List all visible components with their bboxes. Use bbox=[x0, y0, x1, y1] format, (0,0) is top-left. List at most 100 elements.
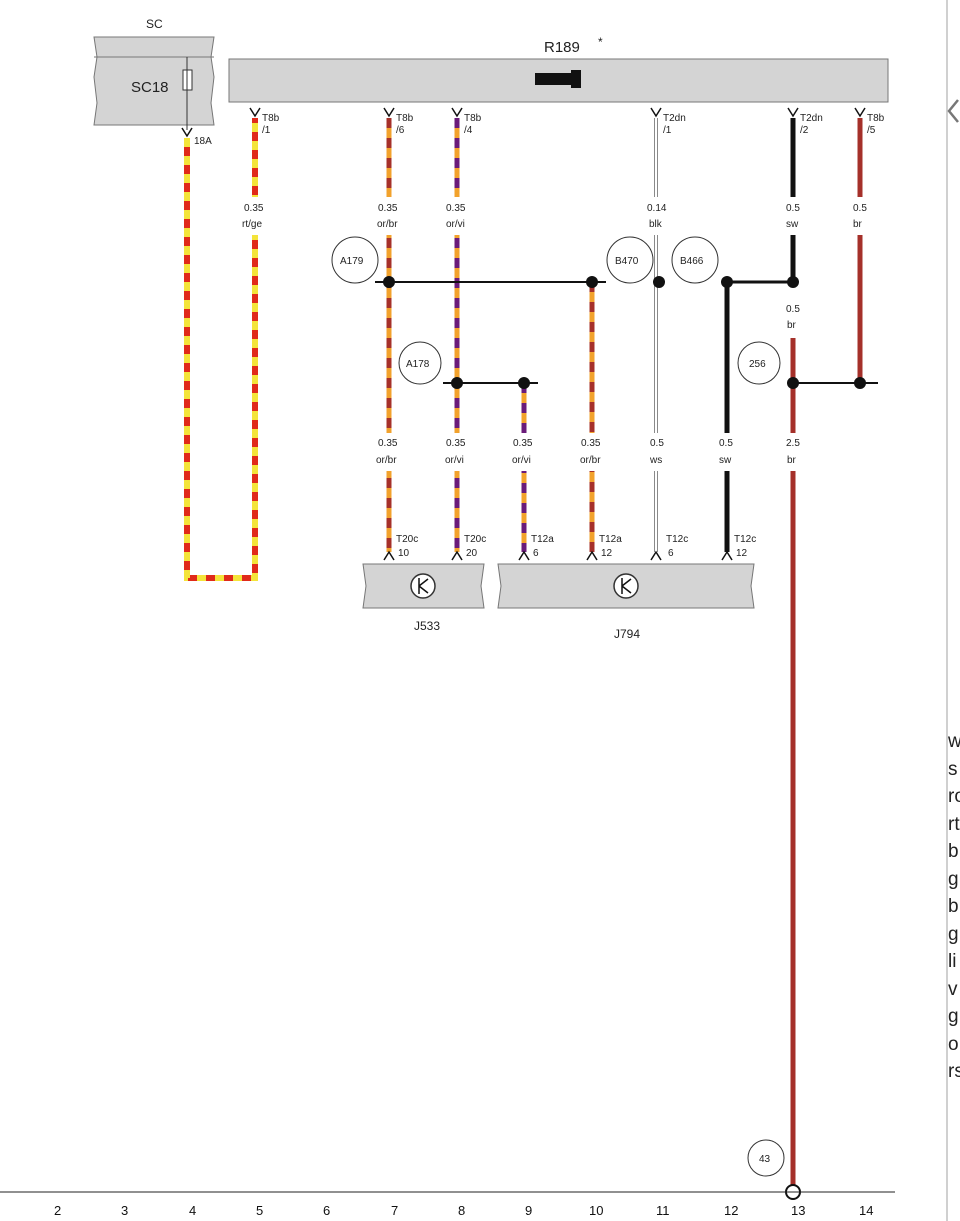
svg-text:br: br bbox=[787, 455, 797, 466]
j533-module: J533 bbox=[362, 563, 485, 633]
top-connector-labels: T8b /1 T8b /6 T8b /4 T2dn /1 T2dn /2 T8b… bbox=[194, 113, 885, 147]
control-unit-icon bbox=[410, 573, 436, 599]
mid-wire-color: br bbox=[787, 320, 797, 331]
svg-text:T12c: T12c bbox=[666, 534, 688, 545]
svg-text:10: 10 bbox=[589, 1203, 603, 1218]
svg-text:12: 12 bbox=[601, 548, 613, 559]
junction-b470: B470 bbox=[615, 256, 639, 267]
svg-text:0.35: 0.35 bbox=[378, 438, 398, 449]
svg-text:2.5: 2.5 bbox=[786, 438, 800, 449]
sc-label: SC bbox=[146, 17, 163, 31]
j794-module: J794 bbox=[497, 563, 755, 641]
svg-text:/5: /5 bbox=[867, 125, 876, 136]
svg-text:0.14: 0.14 bbox=[647, 203, 667, 214]
svg-text:blk: blk bbox=[649, 219, 663, 230]
side-legend-text: w s ro rt b g b g li v g o rs bbox=[948, 731, 960, 1082]
svg-text:8: 8 bbox=[458, 1203, 465, 1218]
svg-text:12: 12 bbox=[736, 548, 748, 559]
junction-dots bbox=[383, 276, 866, 389]
svg-text:/6: /6 bbox=[396, 125, 405, 136]
svg-text:or/br: or/br bbox=[377, 219, 398, 230]
svg-text:0.35: 0.35 bbox=[378, 203, 398, 214]
svg-text:or/br: or/br bbox=[376, 455, 397, 466]
lower-wire-labels: 0.35 or/br 0.35 or/vi 0.35 or/vi 0.35 or… bbox=[372, 433, 810, 471]
svg-text:/1: /1 bbox=[262, 125, 271, 136]
svg-text:sw: sw bbox=[786, 219, 799, 230]
svg-text:0.5: 0.5 bbox=[853, 203, 867, 214]
svg-text:7: 7 bbox=[391, 1203, 398, 1218]
svg-text:0.5: 0.5 bbox=[786, 203, 800, 214]
svg-text:/1: /1 bbox=[663, 125, 672, 136]
svg-text:br: br bbox=[853, 219, 863, 230]
svg-text:5: 5 bbox=[256, 1203, 263, 1218]
svg-text:3: 3 bbox=[121, 1203, 128, 1218]
collapse-arrow-icon[interactable] bbox=[946, 96, 960, 126]
svg-text:T20c: T20c bbox=[396, 534, 418, 545]
svg-text:6: 6 bbox=[323, 1203, 330, 1218]
r189-box: R189 * bbox=[228, 35, 889, 103]
svg-text:10: 10 bbox=[398, 548, 410, 559]
svg-text:9: 9 bbox=[525, 1203, 532, 1218]
svg-text:or/vi: or/vi bbox=[446, 219, 465, 230]
svg-text:0.35: 0.35 bbox=[446, 203, 466, 214]
fuse-label: SC18 bbox=[131, 79, 169, 96]
svg-text:4: 4 bbox=[189, 1203, 196, 1218]
svg-text:20: 20 bbox=[466, 548, 478, 559]
svg-text:T12a: T12a bbox=[531, 534, 554, 545]
svg-text:rt/ge: rt/ge bbox=[242, 219, 262, 230]
svg-text:2: 2 bbox=[54, 1203, 61, 1218]
svg-text:T2dn: T2dn bbox=[663, 113, 686, 124]
svg-text:12: 12 bbox=[724, 1203, 738, 1218]
svg-text:T8b: T8b bbox=[396, 113, 414, 124]
side-legend-panel: w s ro rt b g b g li v g o rs bbox=[946, 0, 960, 1221]
svg-text:6: 6 bbox=[668, 548, 674, 559]
r189-mark: * bbox=[598, 35, 603, 49]
svg-text:T20c: T20c bbox=[464, 534, 486, 545]
svg-text:sw: sw bbox=[719, 455, 732, 466]
control-unit-icon bbox=[613, 573, 639, 599]
svg-text:or/br: or/br bbox=[580, 455, 601, 466]
junction-a178: A178 bbox=[406, 359, 430, 370]
bottom-connector-labels: T20c 10 T20c 20 T12a 6 T12a 12 T12c 6 T1… bbox=[396, 534, 756, 559]
junction-a179: A179 bbox=[340, 256, 364, 267]
svg-text:/4: /4 bbox=[464, 125, 473, 136]
svg-text:0.5: 0.5 bbox=[719, 438, 733, 449]
junction-43: 43 bbox=[759, 1154, 771, 1165]
mid-wire-size: 0.5 bbox=[786, 304, 800, 315]
svg-text:or/vi: or/vi bbox=[512, 455, 531, 466]
svg-text:T8b: T8b bbox=[867, 113, 885, 124]
junction-b466: B466 bbox=[680, 256, 704, 267]
upper-wire-labels: 0.35 rt/ge 0.35 or/br 0.35 or/vi 0.14 bl… bbox=[236, 197, 877, 336]
svg-text:T8b: T8b bbox=[464, 113, 482, 124]
svg-text:6: 6 bbox=[533, 548, 539, 559]
svg-text:T12c: T12c bbox=[734, 534, 756, 545]
svg-text:14: 14 bbox=[859, 1203, 873, 1218]
svg-text:13: 13 bbox=[791, 1203, 805, 1218]
svg-text:0.5: 0.5 bbox=[650, 438, 664, 449]
r189-label: R189 bbox=[544, 39, 580, 56]
svg-text:0.35: 0.35 bbox=[581, 438, 601, 449]
camera-icon bbox=[535, 70, 581, 88]
top-connector-arrows bbox=[181, 107, 866, 138]
svg-text:0.35: 0.35 bbox=[513, 438, 533, 449]
svg-text:T8b: T8b bbox=[262, 113, 280, 124]
junction-callouts bbox=[331, 236, 785, 1177]
svg-text:0.35: 0.35 bbox=[446, 438, 466, 449]
grid-numbers: 2 3 4 5 6 7 8 9 10 11 12 13 14 bbox=[54, 1203, 873, 1218]
j533-label: J533 bbox=[414, 619, 440, 633]
svg-text:T12a: T12a bbox=[599, 534, 622, 545]
svg-text:ws: ws bbox=[649, 455, 662, 466]
j794-label: J794 bbox=[614, 627, 640, 641]
wire-rt-ge-loop bbox=[184, 118, 258, 581]
svg-text:or/vi: or/vi bbox=[445, 455, 464, 466]
svg-text:0.35: 0.35 bbox=[244, 203, 264, 214]
fuse-amp-label: 18A bbox=[194, 136, 212, 147]
svg-text:11: 11 bbox=[656, 1203, 670, 1218]
sc-fuse-box: SC SC18 bbox=[93, 17, 215, 130]
bottom-connector-arrows bbox=[383, 550, 733, 561]
svg-text:T2dn: T2dn bbox=[800, 113, 823, 124]
svg-text:/2: /2 bbox=[800, 125, 809, 136]
junction-256: 256 bbox=[749, 359, 766, 370]
wire-br-13 bbox=[790, 118, 878, 1190]
